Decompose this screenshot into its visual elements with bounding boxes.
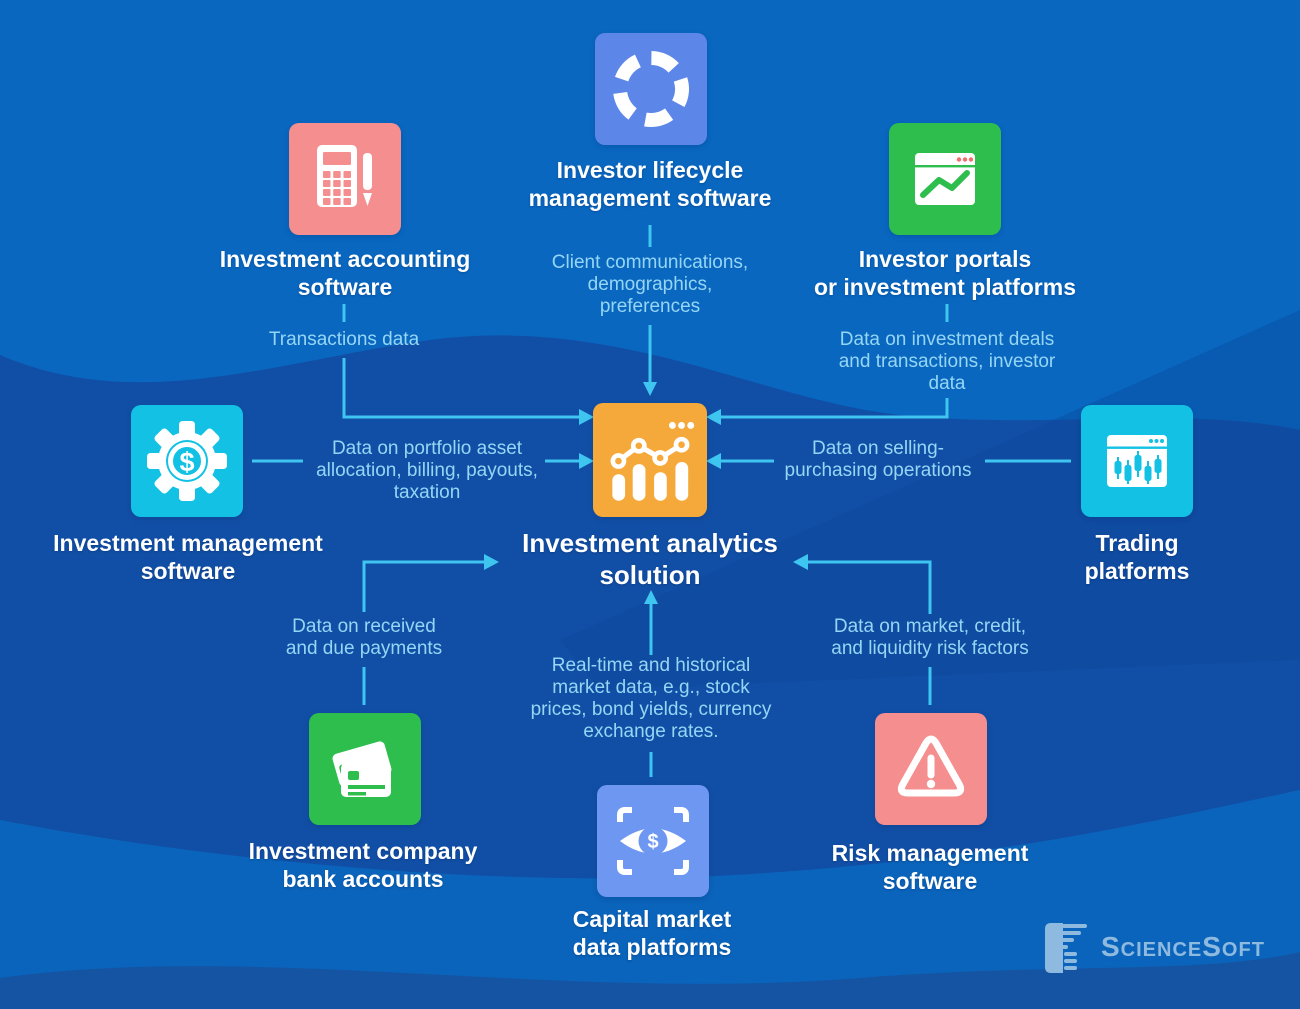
- sciencesoft-logo: ScienceSoft: [1043, 921, 1265, 973]
- node-bank-accounts: [309, 713, 421, 825]
- node-label-investment-analytics: Investment analytics solution: [522, 528, 778, 590]
- warning-triangle-glyph: [897, 735, 965, 797]
- gear-dollar-glyph: $: [147, 421, 227, 501]
- background-bottom-edge: [0, 952, 1300, 1009]
- sciencesoft-logo-text: ScienceSoft: [1101, 931, 1265, 962]
- node-label-capital-market: Capital market data platforms: [572, 906, 732, 960]
- browser-candlestick-icon: [1081, 405, 1193, 517]
- node-label-investor-portals: Investor portals or investment platforms: [814, 246, 1076, 300]
- eye-dollar-scan-glyph: $: [617, 807, 689, 875]
- node-investment-management: $: [131, 405, 243, 517]
- arrowhead-lifecycle-down-icon: [643, 382, 657, 396]
- analytics-dashboard-glyph: [610, 421, 695, 501]
- node-investor-portals: [889, 123, 1001, 235]
- calculator-pen-glyph: [317, 145, 372, 207]
- browser-chart-glyph: [915, 153, 975, 205]
- dollar-glyph: $: [179, 447, 194, 477]
- credit-cards-glyph: [332, 741, 392, 798]
- flow-text-bank: Data on received and due payments: [285, 616, 443, 659]
- node-capital-market: $: [597, 785, 709, 897]
- arrowhead-capital-up-icon: [644, 590, 658, 604]
- node-label-risk-management: Risk management software: [831, 840, 1029, 894]
- sciencesoft-logo-mark-icon: [1045, 923, 1087, 973]
- warning-triangle-icon: [875, 713, 987, 825]
- flow-text-capital: Real-time and historical market data, e.…: [530, 655, 772, 742]
- eye-dollar-scan-icon: $: [597, 785, 709, 897]
- gear-dollar-icon: $: [131, 405, 243, 517]
- flow-text-management: Data on portfolio asset allocation, bill…: [316, 438, 538, 503]
- node-investor-lifecycle: [595, 33, 707, 145]
- connector-accounting-to-analytics: [342, 358, 581, 419]
- lifecycle-arrows-glyph: [613, 51, 689, 127]
- credit-cards-icon: [309, 713, 421, 825]
- flow-text-risk: Data on market, credit, and liquidity ri…: [831, 616, 1029, 659]
- flow-text-trading: Data on selling- purchasing operations: [784, 438, 972, 481]
- arrowhead-risk-left-icon: [793, 554, 808, 570]
- node-investment-accounting: [289, 123, 401, 235]
- arrowhead-bank-right-icon: [484, 554, 499, 570]
- node-investment-analytics: [593, 403, 707, 517]
- dollar-glyph: $: [647, 831, 658, 853]
- background-wave-bottom: [0, 790, 1300, 1009]
- arrowhead-portals-left-icon: [706, 409, 721, 425]
- node-label-bank-accounts: Investment company bank accounts: [248, 838, 478, 892]
- node-label-trading-platforms: Trading platforms: [1084, 530, 1190, 584]
- connector-risk-to-analytics: [807, 560, 932, 614]
- browser-chart-icon: [889, 123, 1001, 235]
- arrowhead-trading-left-icon: [706, 453, 721, 469]
- connector-bank-to-analytics: [362, 560, 485, 612]
- node-risk-management: [875, 713, 987, 825]
- arrowhead-accounting-right-icon: [579, 409, 594, 425]
- node-trading-platforms: [1081, 405, 1193, 517]
- connector-portals-to-analytics: [720, 398, 949, 419]
- arrowhead-management-right-icon: [579, 453, 594, 469]
- node-label-investor-lifecycle: Investor lifecycle management software: [528, 157, 772, 211]
- flow-text-accounting: Transactions data: [268, 329, 420, 350]
- flow-text-lifecycle: Client communications, demographics, pre…: [551, 252, 749, 317]
- flow-text-portals: Data on investment deals and transaction…: [838, 329, 1056, 394]
- analytics-dashboard-icon: [593, 403, 707, 517]
- calculator-pen-icon: [289, 123, 401, 235]
- browser-candlestick-glyph: [1107, 435, 1167, 487]
- node-label-investment-accounting: Investment accounting software: [219, 246, 471, 300]
- lifecycle-arrows-icon: [595, 33, 707, 145]
- node-label-investment-management: Investment management software: [53, 530, 323, 584]
